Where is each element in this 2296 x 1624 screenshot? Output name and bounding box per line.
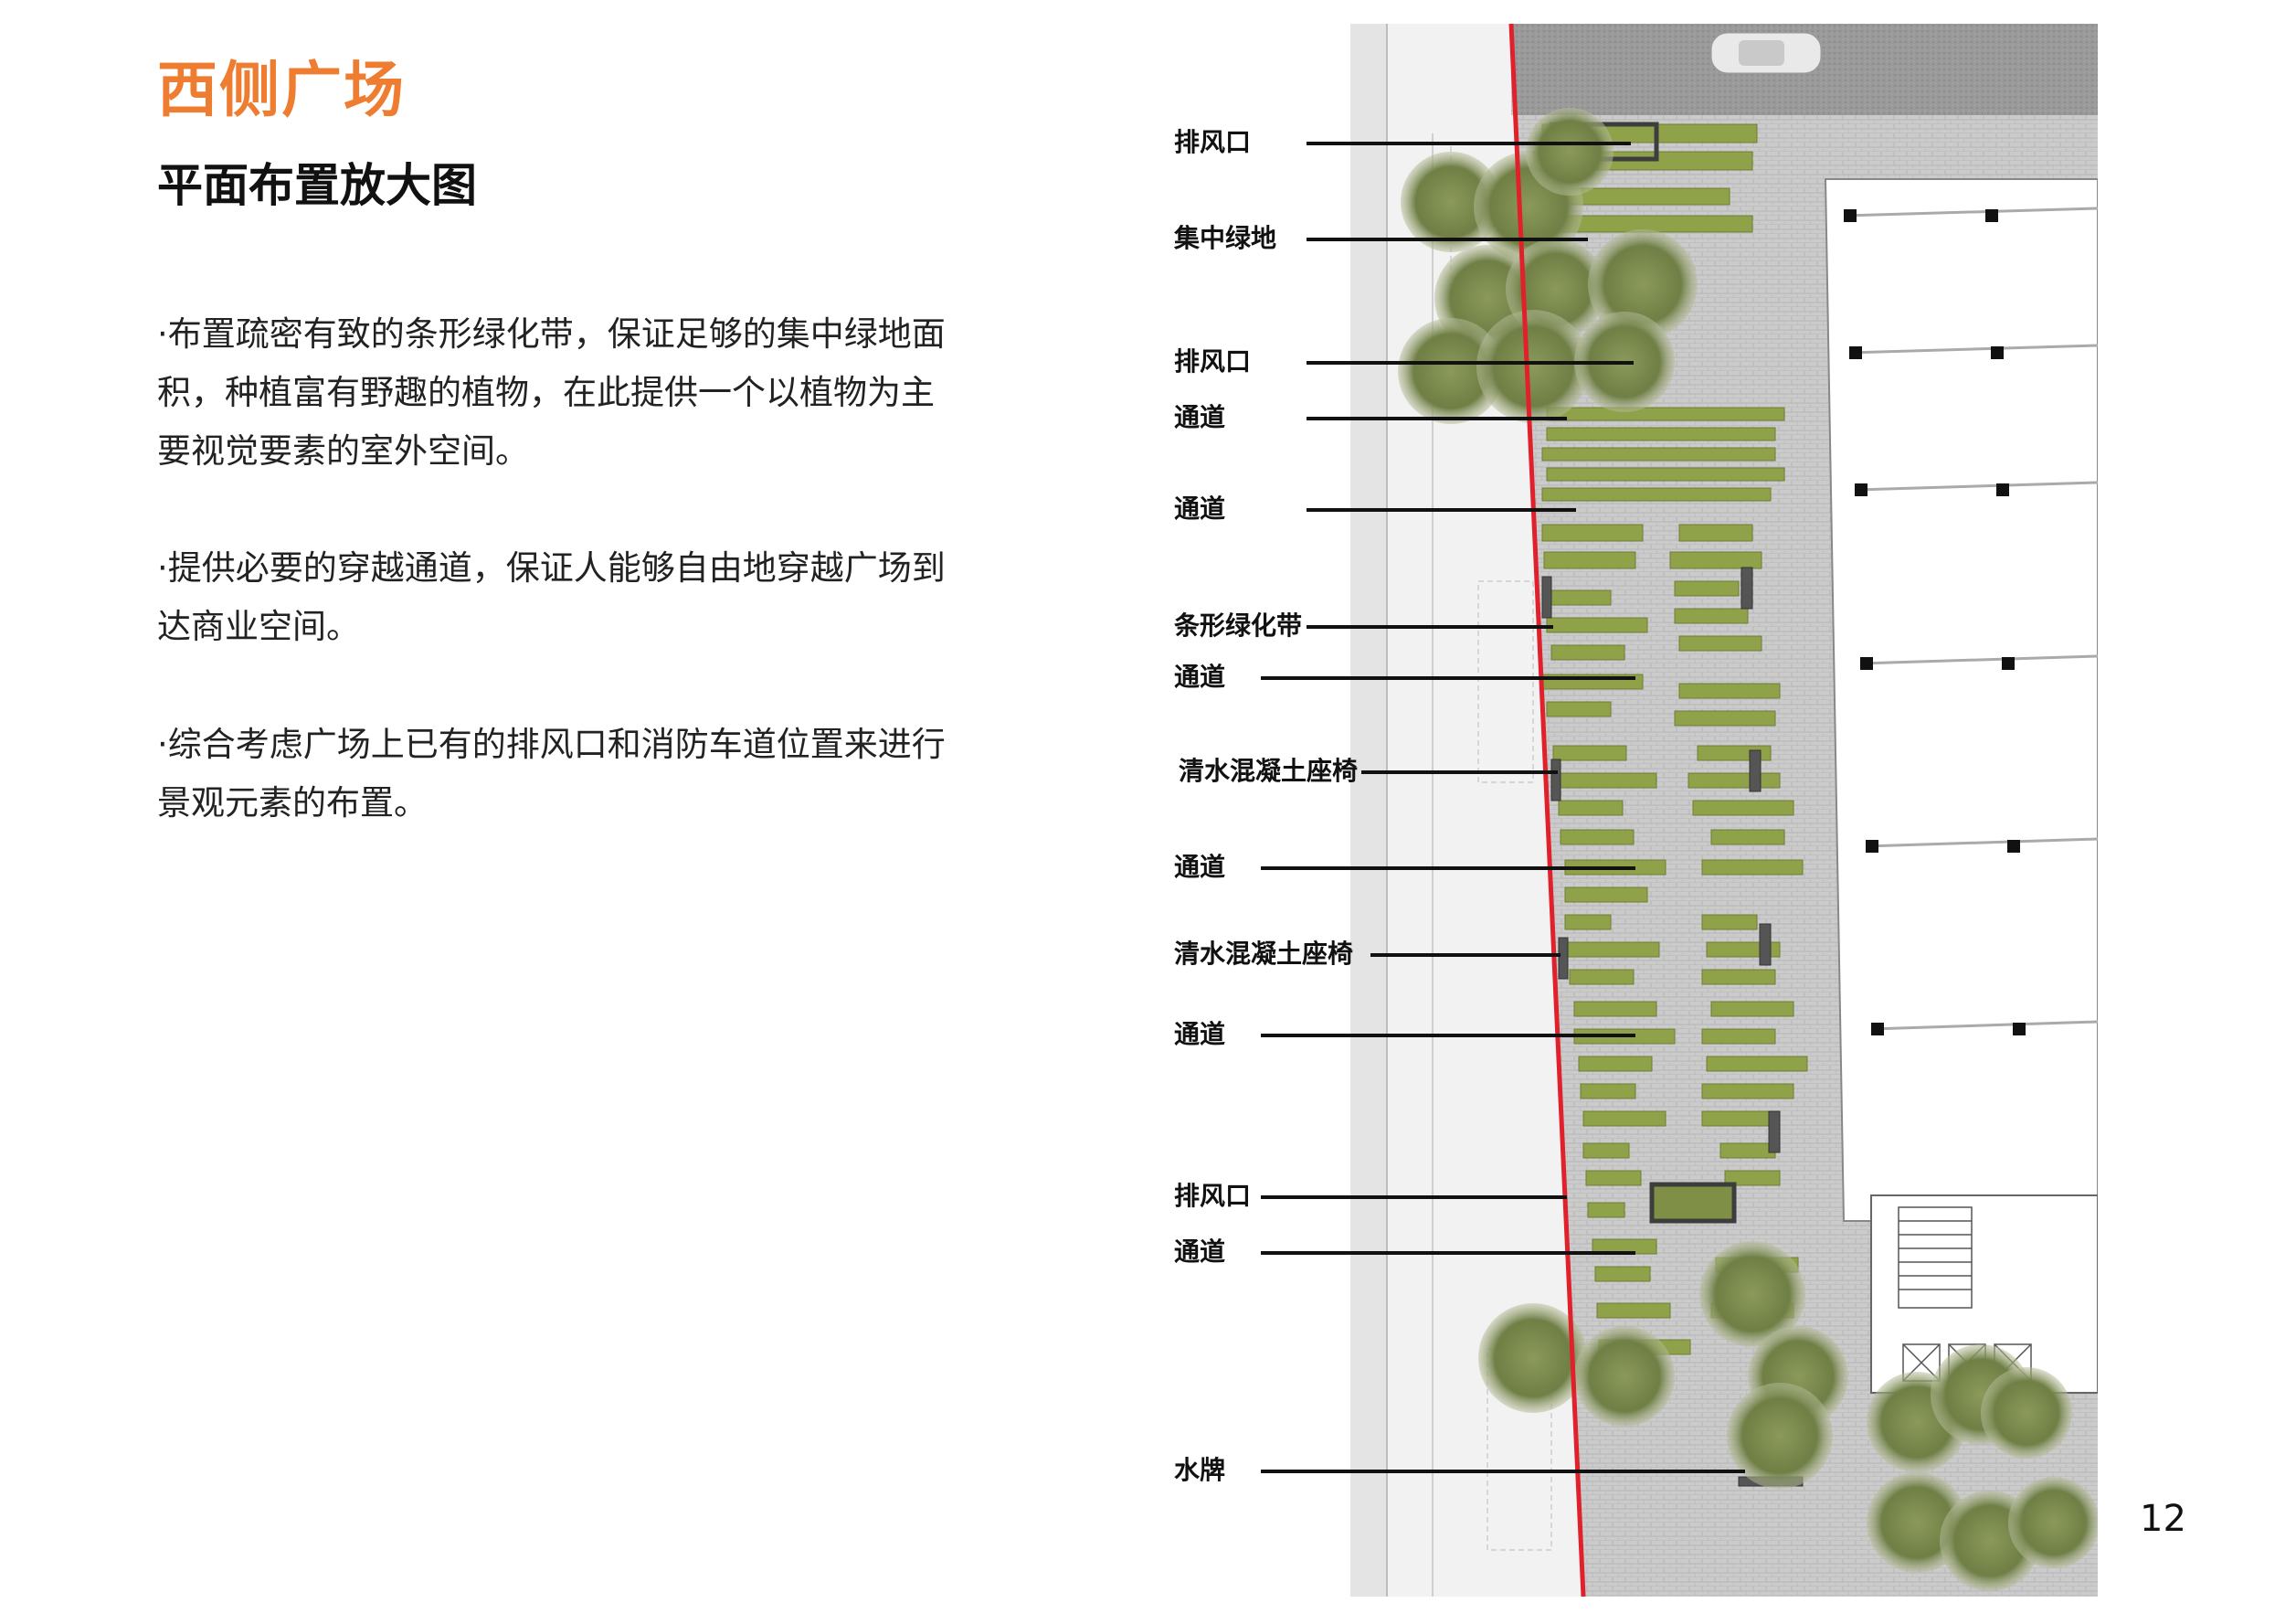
green-strip: [1710, 829, 1785, 845]
green-strip: [1678, 635, 1762, 652]
green-strip: [1582, 1110, 1666, 1127]
callout-label: 排风口: [1174, 346, 1252, 377]
page-number: 12: [2140, 1498, 2186, 1540]
green-strip: [1552, 745, 1627, 761]
green-strip: [1550, 644, 1625, 661]
green-strip: [1710, 1001, 1794, 1017]
tree-canopy: [1981, 1367, 2072, 1459]
tree-canopy: [1401, 152, 1501, 252]
green-strip: [1688, 772, 1781, 789]
green-strip: [1558, 800, 1624, 816]
green-strip: [1674, 710, 1776, 727]
green-strip: [1555, 772, 1657, 789]
green-strip: [1587, 1202, 1625, 1218]
callout-leader-line: [1307, 417, 1567, 420]
green-strip: [1706, 1056, 1808, 1072]
green-strip: [1674, 580, 1740, 597]
page-subtitle: 平面布置放大图: [157, 159, 477, 212]
tree-canopy: [1526, 108, 1614, 196]
green-strip: [1678, 524, 1753, 542]
callout-label: 通道: [1174, 662, 1226, 692]
page-title: 西侧广场: [157, 55, 406, 125]
green-strip: [1701, 914, 1758, 930]
green-strip: [1543, 551, 1636, 569]
green-strip: [1546, 467, 1785, 482]
callout-label: 排风口: [1174, 127, 1252, 157]
green-strip: [1560, 829, 1635, 845]
tree-canopy: [1588, 229, 1698, 339]
site-plan-drawing: [1350, 24, 2098, 1597]
callout-leader-line: [1261, 1034, 1635, 1037]
callout-leader-line: [1261, 866, 1635, 870]
callout-label: 集中绿地: [1174, 223, 1277, 253]
tree-canopy: [1699, 1241, 1805, 1347]
callout-label: 清水混凝土座椅: [1174, 939, 1354, 969]
site-plan-svg: [1350, 24, 2098, 1597]
green-strip: [1669, 551, 1762, 569]
callout-leader-line: [1261, 1251, 1635, 1255]
paragraph-layout: ·综合考虑广场上已有的排风口和消防车道位置来进行景观元素的布置。: [157, 725, 946, 823]
callout-leader-line: [1261, 676, 1635, 680]
callout-leader-line: [1261, 1195, 1567, 1199]
green-strip: [1546, 407, 1785, 421]
callout-label: 清水混凝土座椅: [1179, 756, 1359, 786]
green-strip: [1541, 447, 1776, 462]
callout-label: 通道: [1174, 402, 1226, 432]
site-boundary-line: [1508, 24, 1586, 1597]
tree-canopy: [1478, 1303, 1588, 1413]
green-strip: [1674, 608, 1749, 624]
callout-label: 水牌: [1174, 1455, 1226, 1485]
green-strip: [1546, 701, 1612, 717]
tree-canopy: [2008, 1477, 2098, 1568]
callout-leader-line: [1307, 361, 1634, 365]
tree-canopy: [1574, 1326, 1675, 1427]
green-strip: [1546, 427, 1776, 441]
callout-label: 通道: [1174, 1237, 1226, 1267]
callout-label: 通道: [1174, 852, 1226, 882]
green-strip: [1719, 1142, 1776, 1159]
green-strip: [1701, 969, 1776, 985]
callout-leader-line: [1261, 1470, 1745, 1473]
tree-canopy: [1398, 318, 1504, 424]
green-strip: [1724, 1170, 1781, 1186]
tree-canopy: [1476, 310, 1590, 423]
green-strip: [1596, 1302, 1671, 1319]
callout-leader-line: [1307, 142, 1631, 145]
green-strip: [1541, 524, 1644, 542]
green-strip: [1692, 800, 1794, 816]
green-strip: [1701, 1028, 1776, 1045]
green-strip: [1701, 1110, 1776, 1127]
green-strip: [1569, 969, 1635, 985]
green-strip: [1582, 1142, 1630, 1159]
green-strip: [1546, 617, 1648, 633]
green-strip: [1678, 683, 1781, 699]
green-strip: [1546, 589, 1612, 606]
green-strip: [1585, 1170, 1642, 1186]
green-strip: [1573, 1001, 1657, 1017]
callout-leader-line: [1370, 953, 1561, 957]
green-strip: [1578, 1056, 1653, 1072]
callout-leader-line: [1307, 508, 1576, 512]
callout-leader-line: [1307, 238, 1588, 241]
green-strip: [1567, 941, 1660, 958]
car-icon: [1710, 32, 1822, 74]
green-strip: [1701, 1083, 1794, 1099]
callout-leader-line: [1307, 625, 1553, 629]
callout-label: 通道: [1174, 1019, 1226, 1049]
paragraph-passage: ·提供必要的穿越通道，保证人能够自由地穿越广场到达商业空间。: [157, 548, 946, 646]
callout-label: 排风口: [1174, 1181, 1252, 1211]
callout-label: 通道: [1174, 494, 1226, 524]
green-strip: [1564, 914, 1612, 930]
callout-leader-line: [1361, 770, 1558, 774]
green-strip: [1541, 487, 1772, 502]
callout-label: 条形绿化带: [1174, 610, 1303, 641]
green-strip: [1701, 859, 1804, 876]
green-strip: [1580, 1083, 1636, 1099]
green-strip: [1564, 886, 1648, 903]
tree-canopy: [1727, 1383, 1833, 1489]
green-strip: [1594, 1266, 1651, 1282]
paragraph-planting: ·布置疏密有致的条形绿化带，保证足够的集中绿地面积，种植富有野趣的植物，在此提供…: [157, 314, 946, 471]
vent-outline: [1649, 1182, 1737, 1224]
